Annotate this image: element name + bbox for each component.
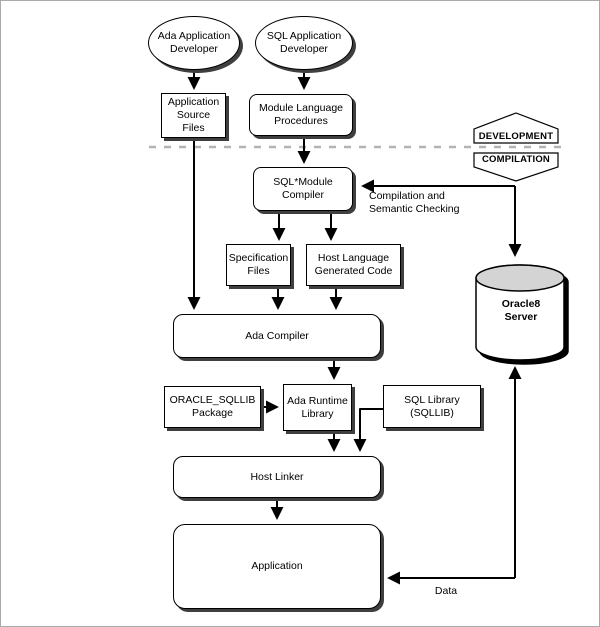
phase-label-compilation: COMPILATION: [482, 154, 550, 165]
phase-label-development: DEVELOPMENT: [478, 131, 554, 142]
edge-label-data: Data: [434, 585, 458, 597]
node-specification-files: Specification Files: [226, 244, 291, 286]
node-ada-runtime-library: Ada Runtime Library: [283, 384, 352, 431]
node-sql-module-compiler: SQL*Module Compiler: [253, 167, 353, 211]
arrow-sql-library-to-host-linker: [353, 408, 383, 452]
cylinder-top-ellipse: [475, 264, 565, 292]
edge-label-compilation-semantic-checking: Compilation and Semantic Checking: [369, 190, 460, 215]
node-application-source-files: Application Source Files: [161, 93, 226, 138]
node-application: Application: [173, 524, 381, 609]
node-host-linker: Host Linker: [173, 456, 381, 498]
node-ada-application-developer: Ada Application Developer: [148, 16, 240, 70]
node-sql-library-sqllib: SQL Library (SQLLIB): [383, 385, 481, 428]
oracle8-server-cylinder: [475, 264, 569, 365]
node-host-language-generated-code: Host Language Generated Code: [306, 244, 401, 286]
node-module-language-procedures: Module Language Procedures: [249, 94, 353, 136]
node-oracle-sqllib-package: ORACLE_SQLLIB Package: [164, 386, 261, 428]
node-sql-application-developer: SQL Application Developer: [255, 16, 353, 70]
development-hexagon: [473, 112, 559, 144]
node-ada-compiler: Ada Compiler: [173, 314, 381, 358]
node-oracle8-server-label: Oracle8 Server: [501, 298, 541, 323]
compilation-hexagon: [473, 152, 559, 182]
